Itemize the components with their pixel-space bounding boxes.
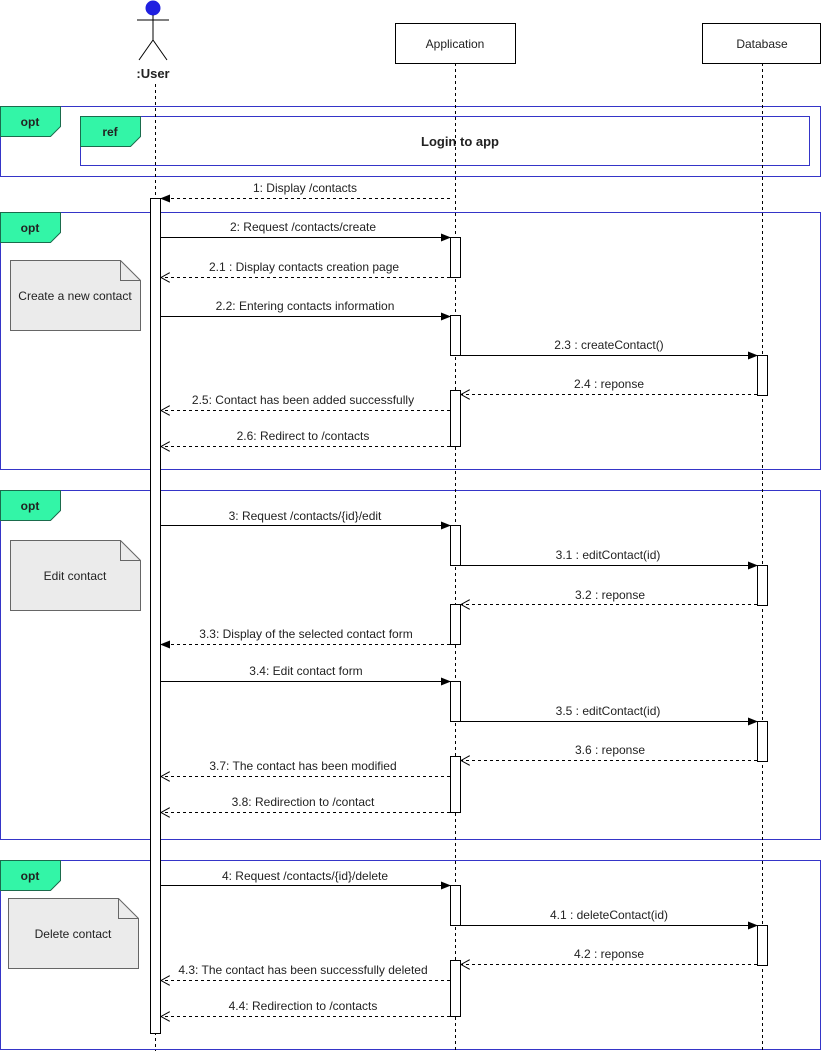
ref-opt-frame: opt ref Login to app — [0, 106, 821, 177]
message-label: 1: Display /contacts — [253, 181, 357, 195]
opt-tag-label: opt — [21, 115, 40, 129]
ref-tag — [80, 116, 141, 147]
opt-tag — [0, 212, 61, 243]
message-label: 3.2 : reponse — [575, 588, 645, 602]
activation-bars — [150, 198, 768, 1034]
create-opt-frame: opt — [0, 212, 821, 470]
delete-opt-frame: opt — [0, 860, 821, 1050]
opt-tag — [0, 490, 61, 521]
ref-title: Login to app — [421, 134, 499, 149]
db-activation-bar — [757, 721, 768, 762]
message-label: 3.8: Redirection to /contact — [232, 795, 375, 809]
message-label: 4.2 : reponse — [574, 947, 644, 961]
db-activation-bar — [757, 565, 768, 606]
edit-opt-frame: opt — [0, 490, 821, 840]
message-label: 2.5: Contact has been added successfully — [192, 393, 414, 407]
message-label: 3.7: The contact has been modified — [209, 759, 396, 773]
message-label: 4: Request /contacts/{id}/delete — [222, 869, 388, 883]
opt-tag — [0, 860, 61, 891]
message-label: 2: Request /contacts/create — [230, 220, 376, 234]
app-activation-bar — [450, 390, 461, 447]
message-label: 2.6: Redirect to /contacts — [237, 429, 370, 443]
message-label: 3.3: Display of the selected contact for… — [199, 627, 412, 641]
message-label: 4.3: The contact has been successfully d… — [178, 963, 427, 977]
note-text: Create a new contact — [18, 289, 132, 303]
message-label: 2.4 : reponse — [574, 377, 644, 391]
message-label: 3.5 : editContact(id) — [556, 704, 661, 718]
app-activation-bar — [450, 525, 461, 566]
participant-label: Application — [426, 37, 485, 51]
note-text: Delete contact — [35, 927, 112, 941]
application-participant: Application — [395, 23, 516, 64]
db-activation-bar — [757, 355, 768, 396]
actor-label: :User — [136, 66, 169, 81]
message-label: 3.1 : editContact(id) — [556, 548, 661, 562]
app-activation-bar — [450, 315, 461, 356]
database-participant: Database — [702, 23, 821, 64]
message-label: 2.3 : createContact() — [554, 338, 663, 352]
participant-label: Database — [736, 37, 788, 51]
user-activation-bar — [150, 198, 161, 1034]
db-activation-bar — [757, 925, 768, 966]
message-label: 2.1 : Display contacts creation page — [209, 260, 399, 274]
messages: 1: Display /contacts 2: Request /contact… — [160, 181, 758, 1017]
app-activation-bar — [450, 960, 461, 1017]
note-delete-contact: Delete contact — [8, 898, 139, 969]
app-activation-bar — [450, 237, 461, 278]
app-activation-bar — [450, 604, 461, 645]
note-create-contact: Create a new contact — [10, 260, 141, 331]
app-activation-bar — [450, 756, 461, 813]
message-label: 4.4: Redirection to /contacts — [229, 999, 378, 1013]
opt-tag — [0, 106, 61, 137]
note-edit-contact: Edit contact — [10, 540, 141, 611]
message-label: 4.1 : deleteContact(id) — [550, 908, 668, 922]
message-label: 3.6 : reponse — [575, 743, 645, 757]
app-activation-bar — [450, 885, 461, 926]
message-label: 2.2: Entering contacts information — [216, 299, 395, 313]
note-text: Edit contact — [44, 569, 107, 583]
ref-tag-label: ref — [102, 125, 118, 139]
message-label: 3: Request /contacts/{id}/edit — [229, 509, 382, 523]
opt-tag-label: opt — [21, 869, 40, 883]
opt-tag-label: opt — [21, 221, 40, 235]
ref-frame: ref Login to app — [80, 116, 810, 166]
stick-figure-icon — [137, 0, 169, 61]
user-actor: :User — [136, 0, 170, 81]
app-activation-bar — [450, 681, 461, 722]
opt-tag-label: opt — [21, 499, 40, 513]
message-label: 3.4: Edit contact form — [249, 664, 362, 678]
